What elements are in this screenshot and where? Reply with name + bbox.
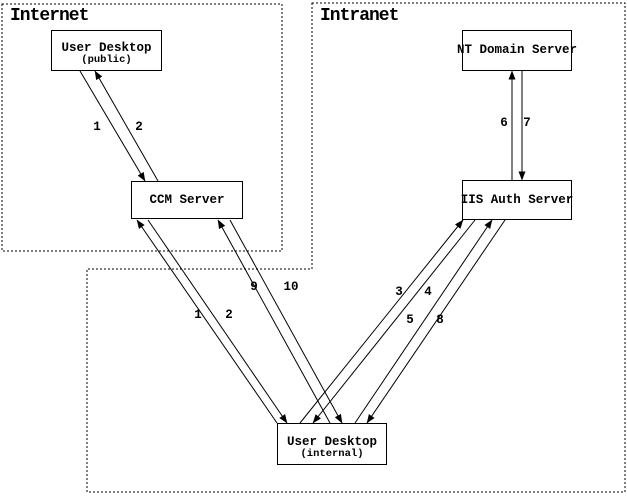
flow-label-7: 7 — [523, 116, 531, 130]
flow-label-2-internal: 2 — [225, 308, 233, 322]
flow-label-1-public: 1 — [93, 120, 101, 134]
flow-8-iis-to-internal-desktop-line — [366, 219, 506, 424]
internet-region-border — [1, 3, 283, 252]
flow-label-3: 3 — [395, 285, 403, 299]
flow-label-6: 6 — [500, 116, 508, 130]
internet-region-label: Internet — [10, 6, 89, 26]
node-subtitle: (internal) — [300, 447, 364, 460]
flow-1-internal-desktop-to-ccm-line — [136, 219, 278, 424]
node-ccm-server: CCM Server — [131, 181, 243, 219]
node-title: CCM Server — [149, 192, 225, 207]
flow-label-9: 9 — [250, 280, 258, 294]
flow-2-ccm-to-internal-desktop-line — [147, 219, 288, 424]
node-title: IIS Auth Server — [460, 192, 574, 207]
flow-3-internal-desktop-to-iis-line — [299, 219, 464, 424]
flow-label-10: 10 — [283, 280, 299, 294]
flow-label-5: 5 — [406, 313, 414, 327]
flow-label-1-internal: 1 — [194, 308, 202, 322]
flow-1-public-desktop-to-ccm-line — [79, 70, 146, 182]
flow-label-4: 4 — [424, 285, 432, 299]
flow-10-ccm-to-internal-desktop-line — [229, 219, 343, 424]
node-subtitle: (public) — [81, 54, 132, 66]
node-title: User Desktop — [61, 41, 152, 55]
flow-9-internal-desktop-to-ccm-line — [217, 219, 331, 424]
intranet-region-border — [86, 2, 626, 493]
flow-5-internal-desktop-to-iis-line — [354, 219, 493, 424]
flow-label-2-public: 2 — [135, 120, 143, 134]
node-title: NT Domain Server — [456, 43, 578, 57]
flow-4-iis-to-internal-desktop-line — [312, 219, 476, 424]
flow-2-ccm-to-public-desktop-line — [94, 70, 159, 182]
node-iis-auth-server: IIS Auth Server — [460, 180, 574, 220]
flow-label-8: 8 — [436, 313, 444, 327]
node-user-desktop-internal: User Desktop (internal) — [277, 423, 387, 465]
node-user-desktop-public: User Desktop (public) — [51, 30, 162, 71]
node-title: User Desktop — [286, 434, 377, 449]
node-nt-domain-server: NT Domain Server — [457, 30, 577, 71]
intranet-region-label: Intranet — [320, 6, 399, 26]
